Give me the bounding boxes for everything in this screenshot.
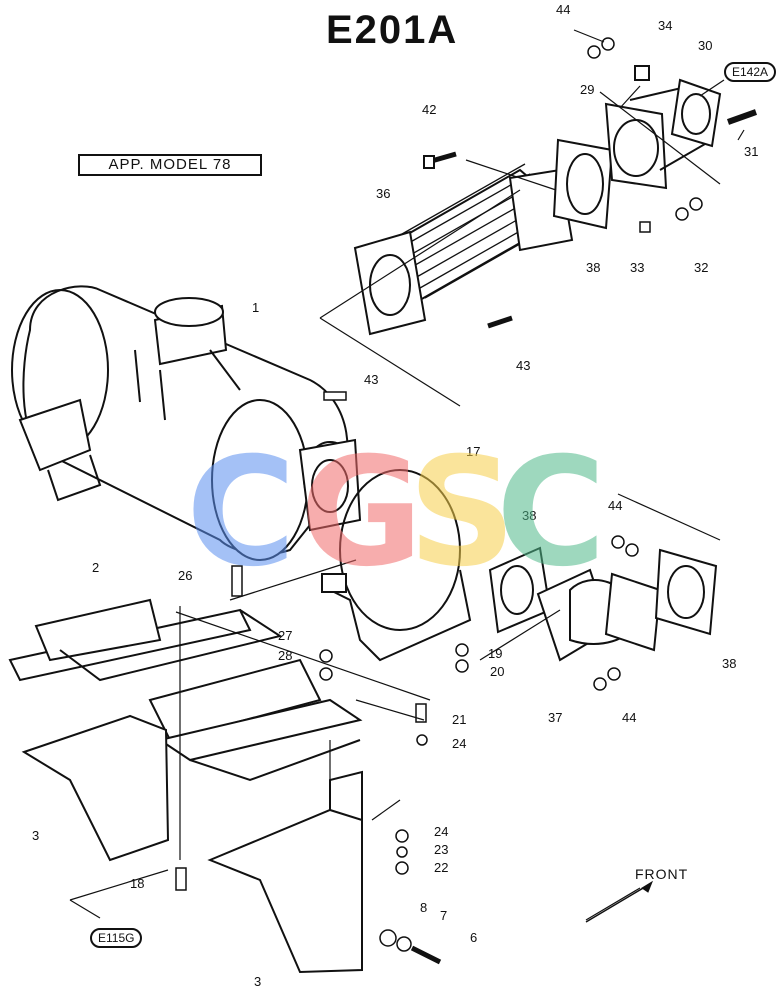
part-number[interactable]: 22 [434,860,448,875]
diagram-title: E201A [326,8,459,52]
part-number[interactable]: 6 [470,930,477,945]
part-number[interactable]: 38 [586,260,600,275]
watermark-letter: S [408,426,517,600]
app-model-label: APP. MODEL 78 [78,154,262,176]
support-bracket-part [21,714,363,974]
part-number[interactable]: 34 [658,18,672,33]
part-number[interactable]: 43 [516,358,530,373]
part-number[interactable]: 44 [608,498,622,513]
band-clamp-part [321,469,472,662]
part-number[interactable]: 38 [722,656,736,671]
part-number[interactable]: 29 [580,82,594,97]
part-number[interactable]: 24 [434,824,448,839]
part-number[interactable]: 18 [130,876,144,891]
part-number[interactable]: 28 [278,648,292,663]
watermark-letter: G [300,426,424,600]
part-number[interactable]: 44 [622,710,636,725]
flexible-hose-part [353,163,574,336]
part-number[interactable]: 32 [694,260,708,275]
watermark-letter: C [496,426,607,600]
elbow-housing-part [604,65,722,190]
part-number[interactable]: 43 [364,372,378,387]
part-number[interactable]: 44 [556,2,570,17]
part-number-labels: 44 34 30 29 31 42 36 38 33 32 1 43 43 17… [32,2,758,989]
part-number[interactable]: 33 [630,260,644,275]
part-number[interactable]: 7 [440,908,447,923]
part-number[interactable]: 3 [254,974,261,989]
part-number[interactable]: 8 [420,900,427,915]
part-number[interactable]: 19 [488,646,502,661]
part-number[interactable]: 31 [744,144,758,159]
watermark-letter: C [186,426,297,600]
part-number[interactable]: 30 [698,38,712,53]
part-number[interactable]: 2 [92,560,99,575]
part-number[interactable]: 21 [452,712,466,727]
ref-bottom-left[interactable]: E115G [90,928,143,948]
part-number[interactable]: 27 [278,628,292,643]
part-number[interactable]: 1 [252,300,259,315]
part-number[interactable]: 17 [466,444,480,459]
part-number[interactable]: 26 [178,568,192,583]
elbow-duct-part [488,546,718,662]
part-number[interactable]: 42 [422,102,436,117]
front-label: FRONT [635,866,689,882]
part-number[interactable]: 24 [452,736,466,751]
ref-top-right[interactable]: E142A [724,62,777,82]
part-number[interactable]: 36 [376,186,390,201]
part-number[interactable]: 3 [32,828,39,843]
part-number[interactable]: 37 [548,710,562,725]
part-number[interactable]: 20 [490,664,504,679]
part-number[interactable]: 23 [434,842,448,857]
part-number[interactable]: 38 [522,508,536,523]
air-cleaner-body-part [11,285,357,561]
mounting-frame-part [8,598,363,782]
